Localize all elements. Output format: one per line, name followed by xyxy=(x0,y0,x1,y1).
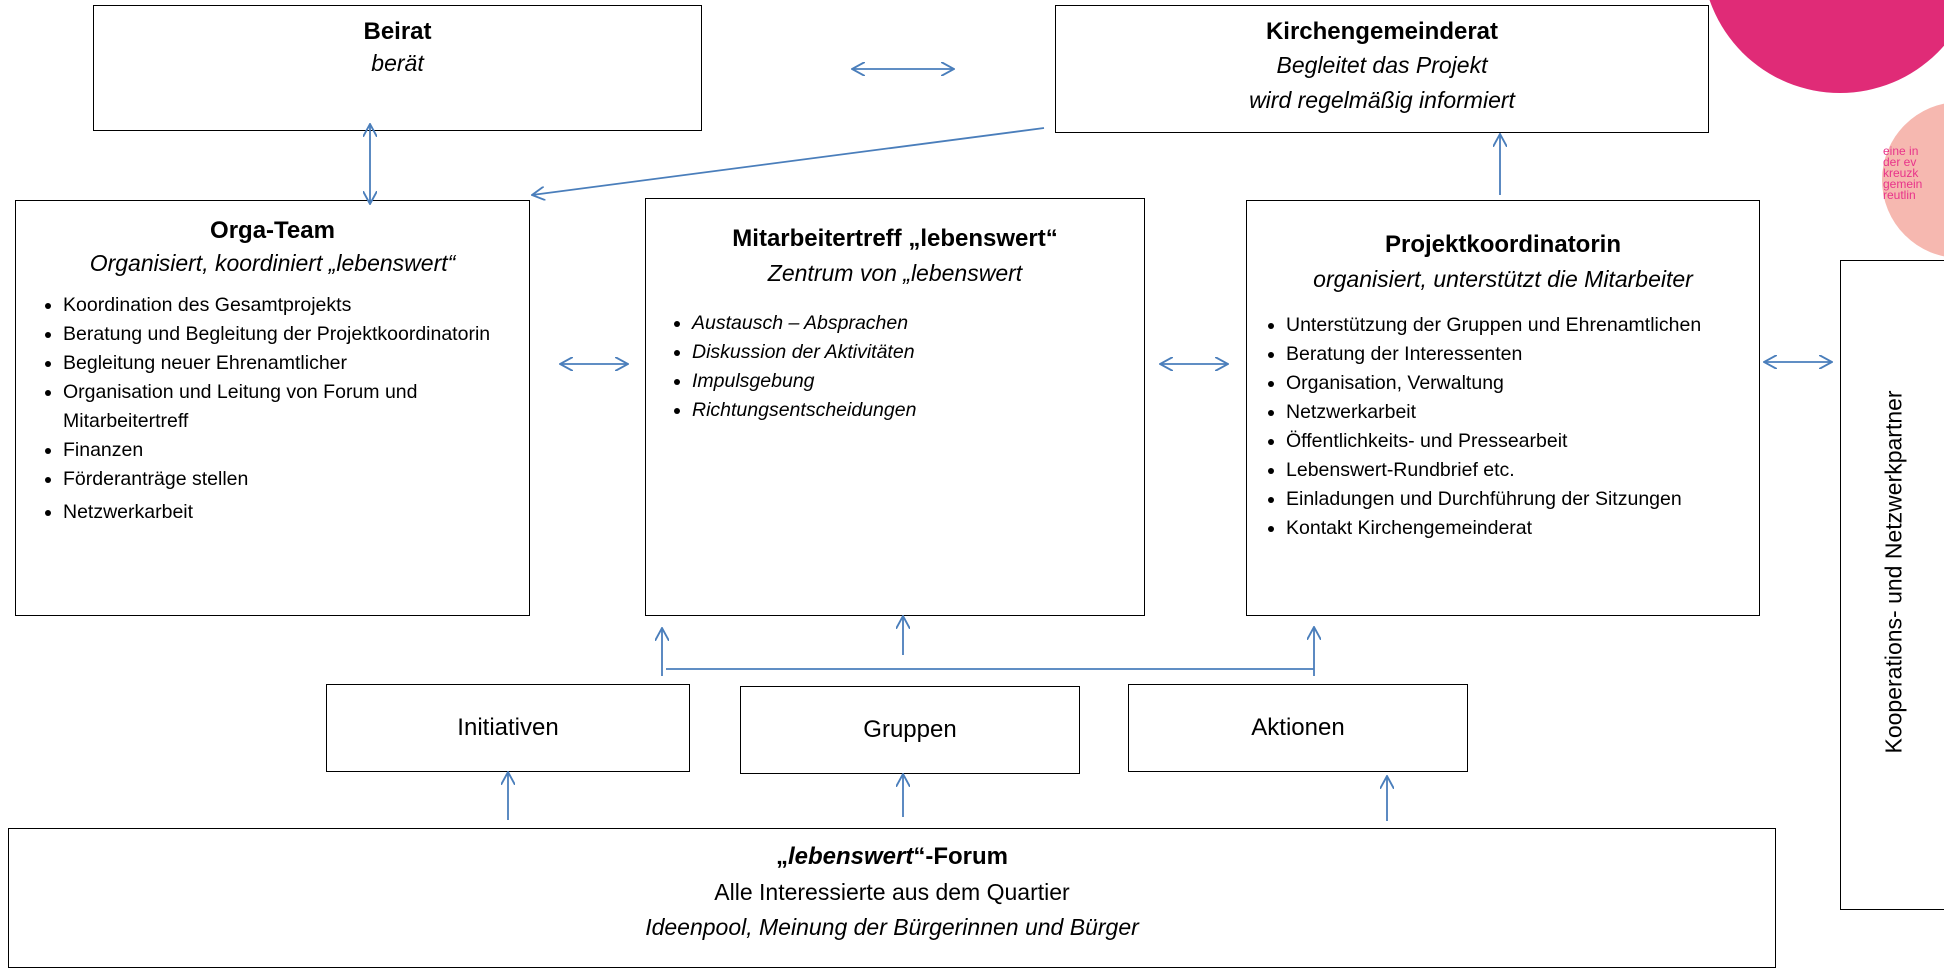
list-item: Begleitung neuer Ehrenamtlicher xyxy=(63,349,519,378)
kgr-title: Kirchengemeinderat xyxy=(1265,18,1499,45)
list-item: Impulsgebung xyxy=(692,367,1134,396)
projektkoordinatorin-box: Projektkoordinatorin organisiert, unters… xyxy=(1246,200,1760,616)
forum-title-close: “-Forum xyxy=(913,843,1009,870)
list-item: Förderanträge stellen xyxy=(63,465,519,494)
mitarbeitertreff-subtitle: Zentrum von „lebenswert xyxy=(767,260,1023,286)
list-item: Einladungen und Durchführung der Sitzung… xyxy=(1286,485,1749,514)
forum-line-2: Ideenpool, Meinung der Bürgerinnen und B… xyxy=(645,914,1139,940)
mitarbeitertreff-box: Mitarbeitertreff „lebenswert“ Zentrum vo… xyxy=(645,198,1145,616)
beirat-box: Beirat berät xyxy=(93,5,702,131)
forum-box: „lebenswert“-Forum Alle Interessierte au… xyxy=(8,828,1776,968)
kgr-subtitle-1: Begleitet das Projekt xyxy=(1276,52,1488,78)
beirat-subtitle: berät xyxy=(371,50,424,76)
kirchengemeinderat-box: Kirchengemeinderat Begleitet das Projekt… xyxy=(1055,5,1709,133)
forum-title-open: „ xyxy=(775,843,788,870)
list-item: Organisation, Verwaltung xyxy=(1286,369,1749,398)
list-item: Netzwerkarbeit xyxy=(63,498,519,527)
kooperation-label: Kooperations- und Netzwerkpartner xyxy=(1880,390,1907,754)
initiativen-label: Initiativen xyxy=(457,714,559,741)
logo-line: gemein xyxy=(1883,177,1923,191)
aktionen-box: Aktionen xyxy=(1128,684,1468,772)
initiativen-box: Initiativen xyxy=(326,684,690,772)
list-item: Diskussion der Aktivitäten xyxy=(692,338,1134,367)
gruppen-label: Gruppen xyxy=(863,716,957,743)
list-item: Öffentlichkeits- und Pressearbeit xyxy=(1286,427,1749,456)
mitarbeitertreff-title: Mitarbeitertreff „lebenswert“ xyxy=(732,225,1058,252)
kooperation-box xyxy=(1840,260,1944,910)
beirat-title: Beirat xyxy=(363,18,432,45)
list-item: Kontakt Kirchengemeinderat xyxy=(1286,514,1749,543)
aktionen-label: Aktionen xyxy=(1251,714,1345,741)
forum-title-emphasis: lebenswert xyxy=(787,843,914,870)
list-item: Organisation und Leitung von Forum und M… xyxy=(63,378,519,436)
orga-task-list: Koordination des Gesamtprojekts Beratung… xyxy=(36,291,519,527)
projekt-task-list: Unterstützung der Gruppen und Ehrenamtli… xyxy=(1266,311,1749,543)
logo-line: der ev xyxy=(1883,155,1917,169)
list-item: Netzwerkarbeit xyxy=(1286,398,1749,427)
projekt-subtitle: organisiert, unterstützt die Mitarbeiter xyxy=(1313,266,1693,292)
mitarbeitertreff-list: Austausch – Absprachen Diskussion der Ak… xyxy=(665,309,1134,425)
logo-line: kreuzk xyxy=(1883,166,1919,180)
list-item: Finanzen xyxy=(63,436,519,465)
list-item: Richtungsentscheidungen xyxy=(692,396,1134,425)
list-item: Austausch – Absprachen xyxy=(692,309,1134,338)
list-item: Koordination des Gesamtprojekts xyxy=(63,291,519,320)
logo-pink-circle xyxy=(1882,103,1944,257)
list-item: Lebenswert-Rundbrief etc. xyxy=(1286,456,1749,485)
projekt-title: Projektkoordinatorin xyxy=(1384,231,1622,258)
list-item: Beratung und Begleitung der Projektkoord… xyxy=(63,320,519,349)
orga-team-box: Orga-Team Organisiert, koordiniert „lebe… xyxy=(15,200,530,616)
forum-line-1: Alle Interessierte aus dem Quartier xyxy=(714,879,1070,905)
orga-title: Orga-Team xyxy=(210,217,335,244)
list-item: Unterstützung der Gruppen und Ehrenamtli… xyxy=(1286,311,1749,340)
logo-line: reutlin xyxy=(1883,188,1916,202)
list-item: Beratung der Interessenten xyxy=(1286,340,1749,369)
orga-subtitle: Organisiert, koordiniert „lebenswert“ xyxy=(89,250,456,276)
gruppen-box: Gruppen xyxy=(740,686,1080,774)
logo-text: eine in der ev kreuzk gemein reutlin xyxy=(1883,144,1923,202)
logo-line: eine in xyxy=(1883,144,1919,158)
logo-magenta-circle xyxy=(1709,0,1944,93)
forum-title: „lebenswert“-Forum xyxy=(9,843,1775,871)
kgr-subtitle-2: wird regelmäßig informiert xyxy=(1249,87,1515,113)
